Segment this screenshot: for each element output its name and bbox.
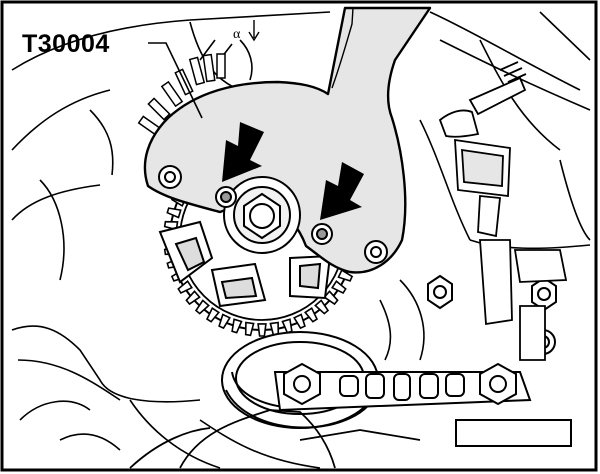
sprocket-tooth xyxy=(257,323,267,337)
sprocket-tooth xyxy=(231,318,243,334)
sprocket-tooth xyxy=(314,299,330,315)
tool-callout-label: T30004 xyxy=(22,30,110,58)
alpha-marker: α xyxy=(233,20,260,42)
sprocket-tooth xyxy=(304,307,319,323)
arrow-down-icon xyxy=(320,162,364,220)
side-linkage xyxy=(479,239,568,361)
arrow-down-icon xyxy=(222,122,264,182)
fixing-pins xyxy=(137,53,226,137)
sensor-connector xyxy=(438,61,527,238)
tool-screws xyxy=(158,165,388,264)
sprocket-tooth xyxy=(166,207,182,219)
sprocket-tooth xyxy=(194,299,210,315)
central-bolt xyxy=(223,176,301,254)
sprocket-tooth xyxy=(218,313,231,330)
sprocket-tooth xyxy=(244,321,255,337)
sprocket-tooth xyxy=(337,269,354,282)
figure-id-box xyxy=(455,419,572,447)
sprocket-tooth xyxy=(205,307,220,323)
sprocket-tooth xyxy=(293,313,306,330)
callout-leader xyxy=(148,42,203,119)
sprocket-tooth xyxy=(185,290,201,306)
mounting-bracket xyxy=(273,371,532,412)
sprocket-tooth xyxy=(177,280,193,295)
lower-casting xyxy=(129,409,421,469)
sprocket-tooth xyxy=(331,280,347,295)
sprocket-windows xyxy=(158,220,332,308)
svg-text:α: α xyxy=(233,27,241,42)
hex-bolts xyxy=(283,274,557,406)
